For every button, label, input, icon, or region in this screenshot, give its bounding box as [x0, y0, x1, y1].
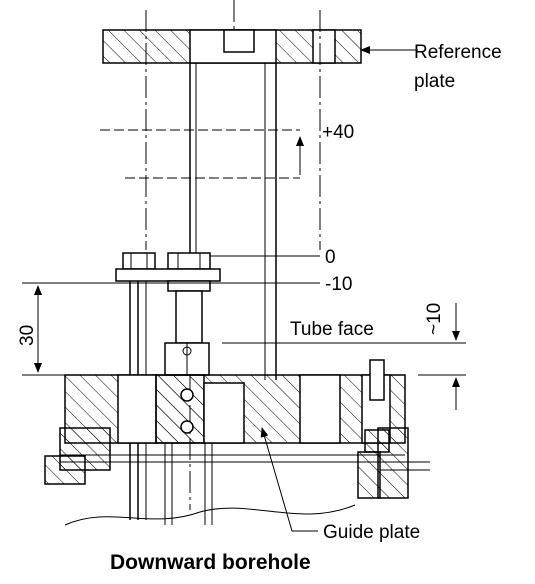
break-line [64, 504, 356, 526]
nuts-assembly [115, 252, 221, 292]
shaft [189, 63, 277, 380]
reference-plate [102, 29, 362, 64]
label-approx10: ~10 [424, 303, 445, 335]
leader-guide-plate [260, 427, 318, 532]
label-thirty: 30 [17, 325, 38, 346]
label-guide-plate: Guide plate [323, 522, 420, 543]
stem-block [164, 342, 210, 376]
label-plus40: +40 [322, 122, 354, 143]
label-plate: plate [414, 71, 455, 92]
label-reference: Reference [414, 42, 502, 63]
label-minus10: -10 [325, 274, 352, 295]
lower-housing [44, 427, 430, 525]
guide-plate [64, 374, 406, 444]
label-tube-face: Tube face [290, 319, 374, 340]
diagram-title: Downward borehole [110, 551, 311, 574]
label-zero: 0 [325, 247, 336, 268]
